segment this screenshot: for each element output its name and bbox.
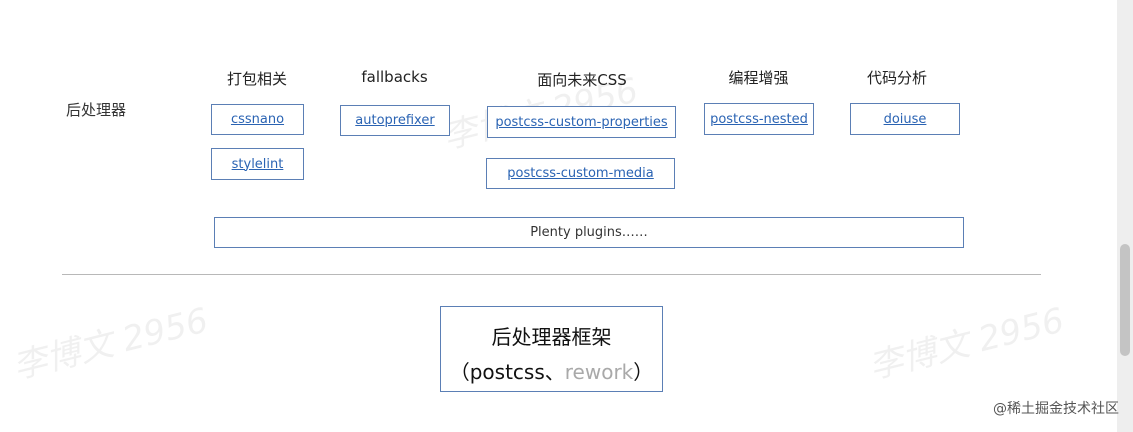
plenty-plugins-box: Plenty plugins…… — [214, 217, 964, 248]
plugin-link-postcss-nested[interactable]: postcss-nested — [710, 111, 808, 127]
scrollbar-thumb[interactable] — [1120, 244, 1130, 356]
category-heading-future-css: 面向未来CSS — [537, 71, 627, 89]
source-watermark: @稀土掘金技术社区 — [993, 401, 1119, 417]
watermark: 李博文 2956 — [8, 300, 213, 388]
plugin-box-postcss-custom-properties: postcss-custom-properties — [487, 106, 676, 138]
paren-close: ） — [633, 360, 654, 384]
plugin-box-stylelint: stylelint — [211, 148, 304, 180]
framework-secondary: rework — [564, 360, 634, 384]
framework-title: 后处理器框架 — [491, 325, 612, 349]
scrollbar-track[interactable] — [1117, 0, 1133, 432]
plugin-link-cssnano[interactable]: cssnano — [230, 112, 285, 127]
framework-box: 后处理器框架 （postcss、rework） — [440, 306, 663, 392]
separator: 、 — [544, 360, 565, 384]
category-heading-programming: 编程增强 — [728, 69, 789, 87]
paren-open: （ — [449, 360, 470, 384]
plugin-box-autoprefixer: autoprefixer — [340, 105, 450, 136]
plugin-link-stylelint[interactable]: stylelint — [231, 156, 284, 172]
plugin-link-postcss-custom-media[interactable]: postcss-custom-media — [507, 166, 654, 181]
plenty-plugins-label: Plenty plugins…… — [530, 225, 648, 240]
category-heading-analysis: 代码分析 — [866, 69, 927, 87]
plugin-link-doiuse[interactable]: doiuse — [883, 111, 927, 127]
plugin-box-cssnano: cssnano — [211, 104, 304, 135]
plugin-link-autoprefixer[interactable]: autoprefixer — [355, 113, 435, 128]
framework-primary: postcss — [469, 360, 545, 384]
watermark: 李博文 2956 — [864, 300, 1069, 388]
plugin-box-postcss-custom-media: postcss-custom-media — [486, 158, 675, 189]
category-heading-packaging: 打包相关 — [226, 70, 287, 88]
plugin-link-postcss-custom-properties[interactable]: postcss-custom-properties — [495, 114, 668, 130]
divider — [62, 274, 1041, 275]
category-heading-fallbacks: fallbacks — [361, 68, 428, 86]
plugin-box-postcss-nested: postcss-nested — [704, 103, 814, 135]
row-label: 后处理器 — [66, 101, 127, 119]
plugin-box-doiuse: doiuse — [850, 103, 960, 135]
framework-implementations: （postcss、rework） — [441, 356, 662, 385]
